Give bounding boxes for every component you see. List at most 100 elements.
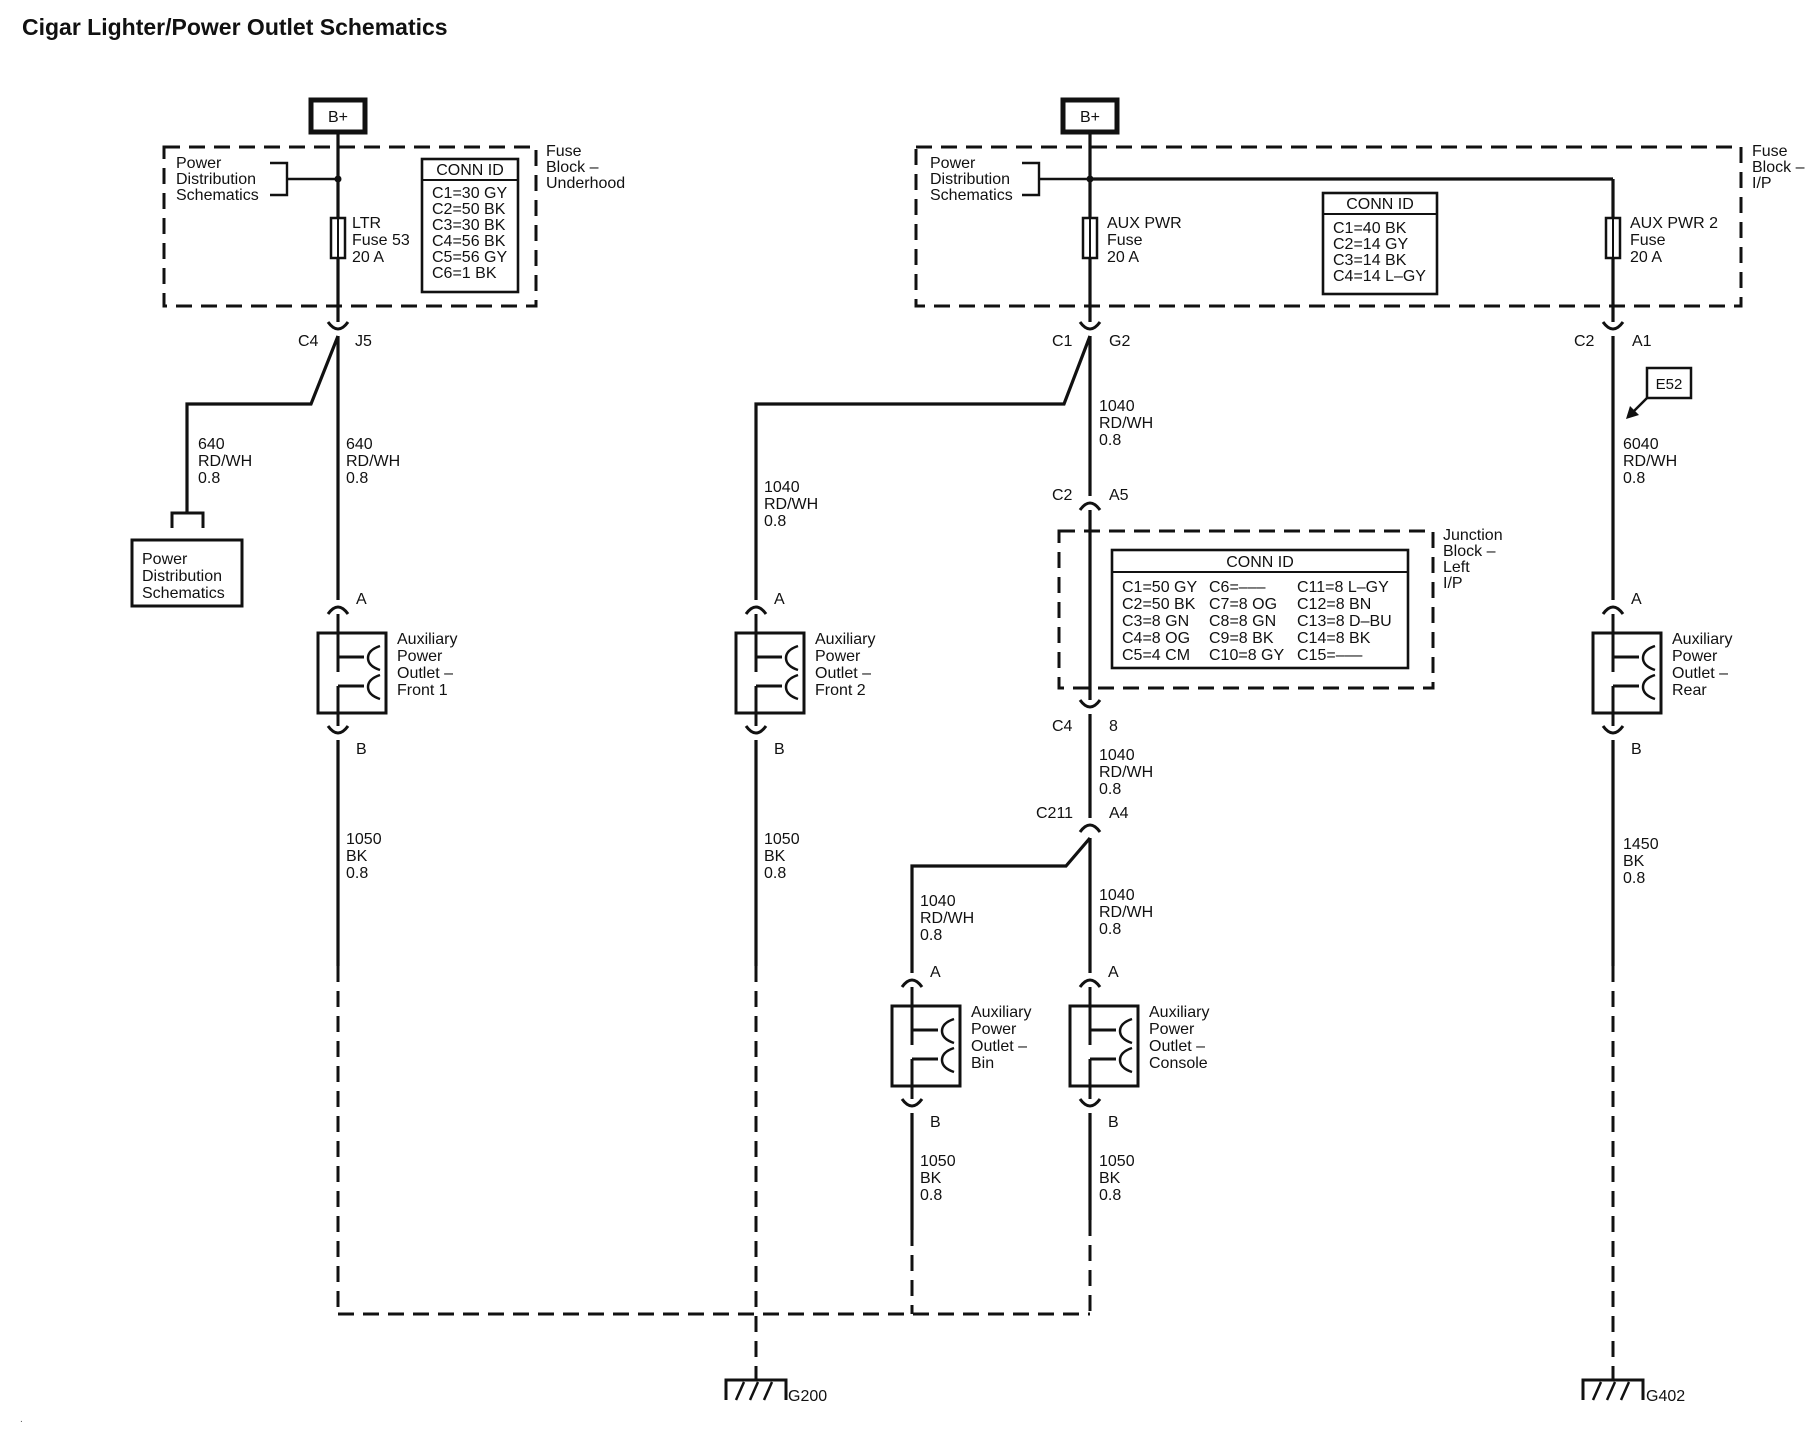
svg-text:B+: B+: [328, 109, 348, 126]
svg-text:Block –: Block –: [1752, 159, 1805, 176]
svg-text:C2: C2: [1574, 333, 1595, 350]
svg-text:LTR: LTR: [352, 215, 381, 232]
svg-text:Schematics: Schematics: [176, 187, 259, 204]
svg-text:CONN ID: CONN ID: [436, 162, 504, 179]
svg-text:A: A: [1108, 964, 1119, 981]
battery-plus-left: B+: [308, 97, 368, 135]
svg-text:Outlet –: Outlet –: [397, 665, 453, 682]
page-title: Cigar Lighter/Power Outlet Schematics: [22, 14, 448, 40]
outlet-bin: A B Auxiliary Power Outlet – Bin: [890, 964, 1031, 1131]
svg-text:0.8: 0.8: [920, 927, 942, 944]
svg-text:Outlet –: Outlet –: [1672, 665, 1728, 682]
svg-text:A: A: [774, 591, 785, 608]
svg-text:Outlet –: Outlet –: [971, 1038, 1027, 1055]
svg-text:C7=8 OG: C7=8 OG: [1209, 596, 1277, 613]
svg-text:0.8: 0.8: [198, 470, 220, 487]
wire-1050-console-label: 1050 BK 0.8: [1099, 1153, 1135, 1204]
svg-text:C15=–––: C15=–––: [1297, 647, 1362, 664]
svg-text:0.8: 0.8: [764, 865, 786, 882]
fuse-block-underhood-outline: [162, 145, 538, 308]
svg-text:Auxiliary: Auxiliary: [397, 631, 457, 648]
outlet-console: A B Auxiliary Power Outlet – Console: [1068, 964, 1209, 1131]
svg-text:1050: 1050: [1099, 1153, 1135, 1170]
svg-text:BK: BK: [764, 848, 786, 865]
wire-1040-after-jb-label: 1040 RD/WH 0.8: [1099, 747, 1153, 798]
svg-text:Fuse 53: Fuse 53: [352, 232, 410, 249]
svg-text:Power: Power: [971, 1021, 1017, 1038]
svg-text:Auxiliary: Auxiliary: [971, 1004, 1031, 1021]
svg-text:RD/WH: RD/WH: [1099, 904, 1153, 921]
svg-text:Junction: Junction: [1443, 527, 1503, 544]
connector-c211-a4: C211 A4: [1036, 805, 1129, 833]
svg-text:C4=8 OG: C4=8 OG: [1122, 630, 1190, 647]
svg-text:A4: A4: [1109, 805, 1129, 822]
svg-text:A: A: [1631, 591, 1642, 608]
svg-text:0.8: 0.8: [346, 865, 368, 882]
wire-640-left-label: 640 RD/WH 0.8: [198, 436, 252, 487]
svg-text:Schematics: Schematics: [930, 187, 1013, 204]
svg-text:1050: 1050: [764, 831, 800, 848]
svg-text:1040: 1040: [1099, 398, 1135, 415]
svg-text:CONN ID: CONN ID: [1346, 196, 1414, 213]
svg-text:Front 2: Front 2: [815, 682, 866, 699]
svg-text:C10=8 GY: C10=8 GY: [1209, 647, 1284, 664]
svg-text:0.8: 0.8: [1623, 870, 1645, 887]
svg-text:8: 8: [1109, 718, 1118, 735]
svg-text:Power: Power: [815, 648, 861, 665]
connector-c1-g2: C1 G2: [1052, 310, 1130, 350]
svg-text:A: A: [356, 591, 367, 608]
svg-text:C3=30 BK: C3=30 BK: [432, 217, 506, 234]
svg-text:RD/WH: RD/WH: [920, 910, 974, 927]
svg-text:Schematics: Schematics: [142, 585, 225, 602]
svg-text:6040: 6040: [1623, 436, 1659, 453]
fuse-aux-pwr-label: AUX PWR Fuse 20 A: [1107, 215, 1182, 266]
svg-text:C9=8 BK: C9=8 BK: [1209, 630, 1274, 647]
svg-text:Distribution: Distribution: [930, 171, 1010, 188]
svg-text:0.8: 0.8: [920, 1187, 942, 1204]
svg-text:C4=14 L–GY: C4=14 L–GY: [1333, 268, 1426, 285]
svg-text:Auxiliary: Auxiliary: [1672, 631, 1732, 648]
svg-text:Distribution: Distribution: [176, 171, 256, 188]
svg-text:0.8: 0.8: [1623, 470, 1645, 487]
svg-text:E52: E52: [1656, 376, 1683, 393]
svg-text:G402: G402: [1646, 1388, 1685, 1405]
svg-text:C4: C4: [1052, 718, 1073, 735]
svg-text:C11=8 L–GY: C11=8 L–GY: [1297, 579, 1389, 596]
outlet-front-2: A B Auxiliary Power Outlet – Front 2: [734, 591, 875, 758]
svg-text:BK: BK: [920, 1170, 942, 1187]
svg-text:Block –: Block –: [546, 159, 599, 176]
svg-text:C1=30 GY: C1=30 GY: [432, 185, 507, 202]
svg-text:CONN ID: CONN ID: [1226, 554, 1294, 571]
pds-ref-ip: Power Distribution Schematics: [930, 155, 1013, 204]
svg-text:C13=8 D–BU: C13=8 D–BU: [1297, 613, 1392, 630]
svg-text:J5: J5: [355, 333, 372, 350]
svg-text:0.8: 0.8: [764, 513, 786, 530]
svg-text:G200: G200: [788, 1388, 827, 1405]
svg-text:1050: 1050: [920, 1153, 956, 1170]
conn-id-table-underhood: CONN ID C1=30 GY C2=50 BK C3=30 BK C4=56…: [420, 157, 520, 294]
svg-text:Power: Power: [930, 155, 976, 172]
svg-text:B: B: [1631, 741, 1642, 758]
outlet-front-1: A B Auxiliary Power Outlet – Front 1: [316, 591, 457, 758]
svg-text:A1: A1: [1632, 333, 1652, 350]
svg-text:RD/WH: RD/WH: [1099, 764, 1153, 781]
svg-text:Power: Power: [176, 155, 222, 172]
connector-c2-a1: C2 A1: [1574, 310, 1652, 350]
fuse-block-ip-outline: [914, 145, 1743, 308]
wire-1040-bin-label: 1040 RD/WH 0.8: [920, 893, 974, 944]
battery-plus-right: B+: [1060, 97, 1120, 135]
svg-text:RD/WH: RD/WH: [198, 453, 252, 470]
svg-text:B: B: [930, 1114, 941, 1131]
svg-text:Auxiliary: Auxiliary: [1149, 1004, 1209, 1021]
svg-text:1050: 1050: [346, 831, 382, 848]
svg-text:Power: Power: [142, 551, 188, 568]
svg-text:RD/WH: RD/WH: [764, 496, 818, 513]
svg-text:0.8: 0.8: [1099, 1187, 1121, 1204]
svg-text:B: B: [774, 741, 785, 758]
svg-text:Console: Console: [1149, 1055, 1208, 1072]
svg-text:C1: C1: [1052, 333, 1073, 350]
fuse-ltr-label: LTR Fuse 53 20 A: [352, 215, 410, 266]
wire-1450-label: 1450 BK 0.8: [1623, 836, 1659, 887]
svg-text:A5: A5: [1109, 487, 1129, 504]
